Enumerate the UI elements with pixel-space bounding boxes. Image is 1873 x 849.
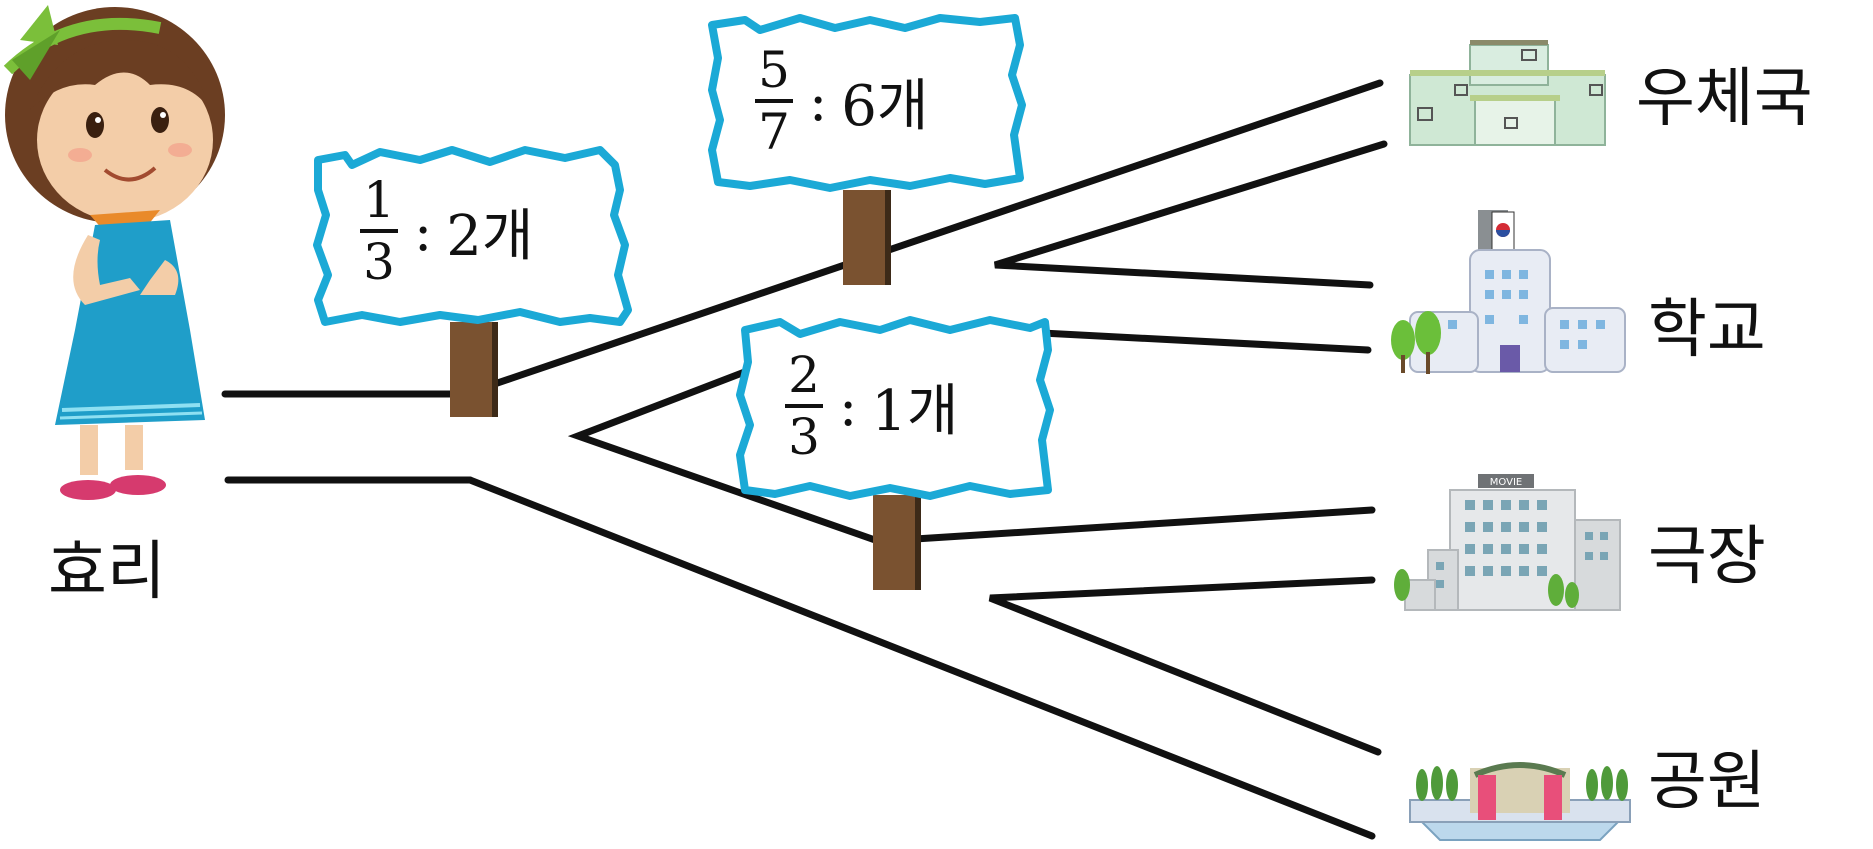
sign-board-2 <box>708 14 1026 192</box>
sign-1-denominator: 3 <box>363 233 395 291</box>
sign-2-count: 6개 <box>841 73 929 139</box>
sign-2-separator: : <box>809 69 828 133</box>
road-fork-bottom <box>988 576 1382 756</box>
post-office-icon <box>1409 40 1606 146</box>
fraction-bar <box>755 99 793 103</box>
sign-3-fraction: 2 3 <box>785 350 823 462</box>
sign-posts <box>450 190 921 590</box>
sign-2-numerator: 5 <box>758 41 790 99</box>
person-name-label: 효리 <box>48 535 166 609</box>
sign-3-numerator: 2 <box>788 346 820 404</box>
sign-1-separator: : <box>414 199 433 263</box>
sign-1-count: 2개 <box>446 203 534 269</box>
theater-icon: MOVIE <box>1394 474 1621 611</box>
road-theater-top <box>911 506 1376 543</box>
sign-1-numerator: 1 <box>363 171 395 229</box>
destination-label-post-office: 우체국 <box>1636 62 1813 136</box>
fraction-bar <box>785 404 823 408</box>
sign-3-denominator: 3 <box>788 408 820 466</box>
destination-label-park: 공원 <box>1648 745 1766 819</box>
girl-illustration <box>3 5 225 500</box>
sign-2-text: 5 7 : 6개 <box>755 45 928 157</box>
sign-3-count: 1개 <box>871 378 959 444</box>
road-school-bottom <box>1038 329 1372 354</box>
road-inner-wedge <box>567 364 879 544</box>
sign-2-fraction: 5 7 <box>755 45 793 157</box>
sign-3-text: 2 3 : 1개 <box>785 350 958 462</box>
school-icon <box>1391 210 1626 374</box>
fraction-bar <box>360 229 398 233</box>
sign-1-text: 1 3 : 2개 <box>360 175 533 287</box>
sign-1-fraction: 1 3 <box>360 175 398 287</box>
destination-label-school: 학교 <box>1648 293 1766 367</box>
sign-boards <box>313 14 1054 500</box>
sign-board-3 <box>736 316 1054 500</box>
theater-marquee-text: MOVIE <box>1490 477 1522 488</box>
road-fork-top <box>993 140 1388 289</box>
road-outer-top <box>461 79 1384 398</box>
sign-2-denominator: 7 <box>758 103 790 161</box>
sign-board-1 <box>313 146 632 326</box>
roads <box>221 79 1388 840</box>
road-outer-bottom <box>466 476 1376 840</box>
park-icon <box>1409 762 1631 841</box>
sign-3-separator: : <box>839 374 858 438</box>
destination-label-theater: 극장 <box>1648 520 1766 594</box>
